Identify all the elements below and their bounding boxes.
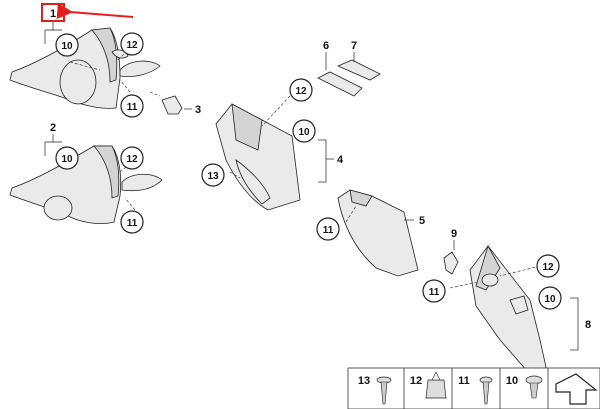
callout-10-a[interactable]: 10	[55, 33, 79, 57]
callout-6[interactable]: 6	[323, 40, 329, 52]
svg-text:10: 10	[61, 154, 73, 165]
legend-item-11[interactable]: 11	[458, 375, 493, 405]
svg-text:10: 10	[298, 127, 310, 138]
callout-12-a[interactable]: 12	[120, 32, 144, 56]
svg-text:12: 12	[295, 86, 307, 97]
callout-5[interactable]: 5	[419, 215, 425, 227]
part-5-trim-panel[interactable]	[337, 189, 419, 277]
svg-text:11: 11	[127, 102, 138, 113]
svg-text:12: 12	[410, 375, 422, 387]
part-9-clip[interactable]	[443, 251, 459, 275]
part-3-clip[interactable]	[161, 95, 183, 115]
svg-text:10: 10	[544, 294, 556, 305]
callout-8[interactable]: 8	[585, 319, 591, 331]
screw-icon	[376, 376, 392, 405]
callout-13-a[interactable]: 13	[201, 163, 225, 187]
svg-text:10: 10	[506, 375, 518, 387]
svg-text:12: 12	[542, 262, 554, 273]
part-4-pillar-trim[interactable]	[215, 103, 301, 211]
svg-text:7: 7	[351, 40, 357, 52]
svg-text:8: 8	[585, 319, 591, 331]
callout-12-d[interactable]: 12	[536, 254, 560, 278]
svg-text:3: 3	[195, 104, 201, 116]
callout-4[interactable]: 4	[337, 154, 344, 166]
callout-11-c[interactable]: 11	[316, 217, 340, 241]
part-8-trim-panel[interactable]	[469, 244, 549, 377]
svg-text:9: 9	[451, 228, 457, 240]
red-arrow	[56, 3, 134, 19]
callout-11-d[interactable]: 11	[422, 279, 446, 303]
svg-text:12: 12	[126, 154, 138, 165]
callout-1-label: 1	[50, 8, 56, 20]
callout-2[interactable]: 2	[50, 122, 56, 134]
callout-12-c[interactable]: 12	[289, 78, 313, 102]
callout-10-b[interactable]: 10	[55, 146, 79, 170]
callout-11-a[interactable]: 11	[120, 94, 144, 118]
callout-9[interactable]: 9	[451, 228, 457, 240]
clip-nut-icon	[425, 371, 447, 399]
expanding-rivet-icon	[525, 375, 543, 399]
part-1-pillar-trim[interactable]	[9, 27, 161, 109]
svg-text:13: 13	[207, 171, 219, 182]
svg-text:11: 11	[323, 225, 334, 236]
arrow-direction-icon	[555, 373, 598, 405]
callout-10-d[interactable]: 10	[538, 286, 562, 310]
svg-text:5: 5	[419, 215, 425, 227]
part-2-pillar-trim[interactable]	[9, 145, 163, 224]
callout-7[interactable]: 7	[351, 40, 357, 52]
part-7-strip[interactable]	[336, 59, 381, 81]
callout-11-b[interactable]: 11	[120, 210, 144, 234]
part-6-strip[interactable]	[317, 71, 363, 97]
screw-icon	[479, 376, 493, 405]
svg-text:2: 2	[50, 122, 56, 134]
callout-10-c[interactable]: 10	[292, 119, 316, 143]
svg-text:6: 6	[323, 40, 329, 52]
svg-text:4: 4	[337, 154, 344, 166]
svg-text:12: 12	[126, 40, 138, 51]
callout-3[interactable]: 3	[195, 104, 201, 116]
legend-item-12[interactable]: 12	[410, 371, 447, 399]
legend-item-13[interactable]: 13	[358, 375, 392, 405]
svg-text:11: 11	[429, 287, 440, 298]
svg-text:11: 11	[127, 218, 138, 229]
fastener-legend: 13 12 11 10	[347, 367, 600, 409]
callout-12-b[interactable]: 12	[120, 146, 144, 170]
svg-text:11: 11	[458, 375, 470, 387]
callout-1[interactable]: 1	[41, 3, 65, 22]
legend-item-10[interactable]: 10	[506, 375, 543, 399]
svg-text:10: 10	[61, 41, 73, 52]
svg-text:13: 13	[358, 375, 370, 387]
